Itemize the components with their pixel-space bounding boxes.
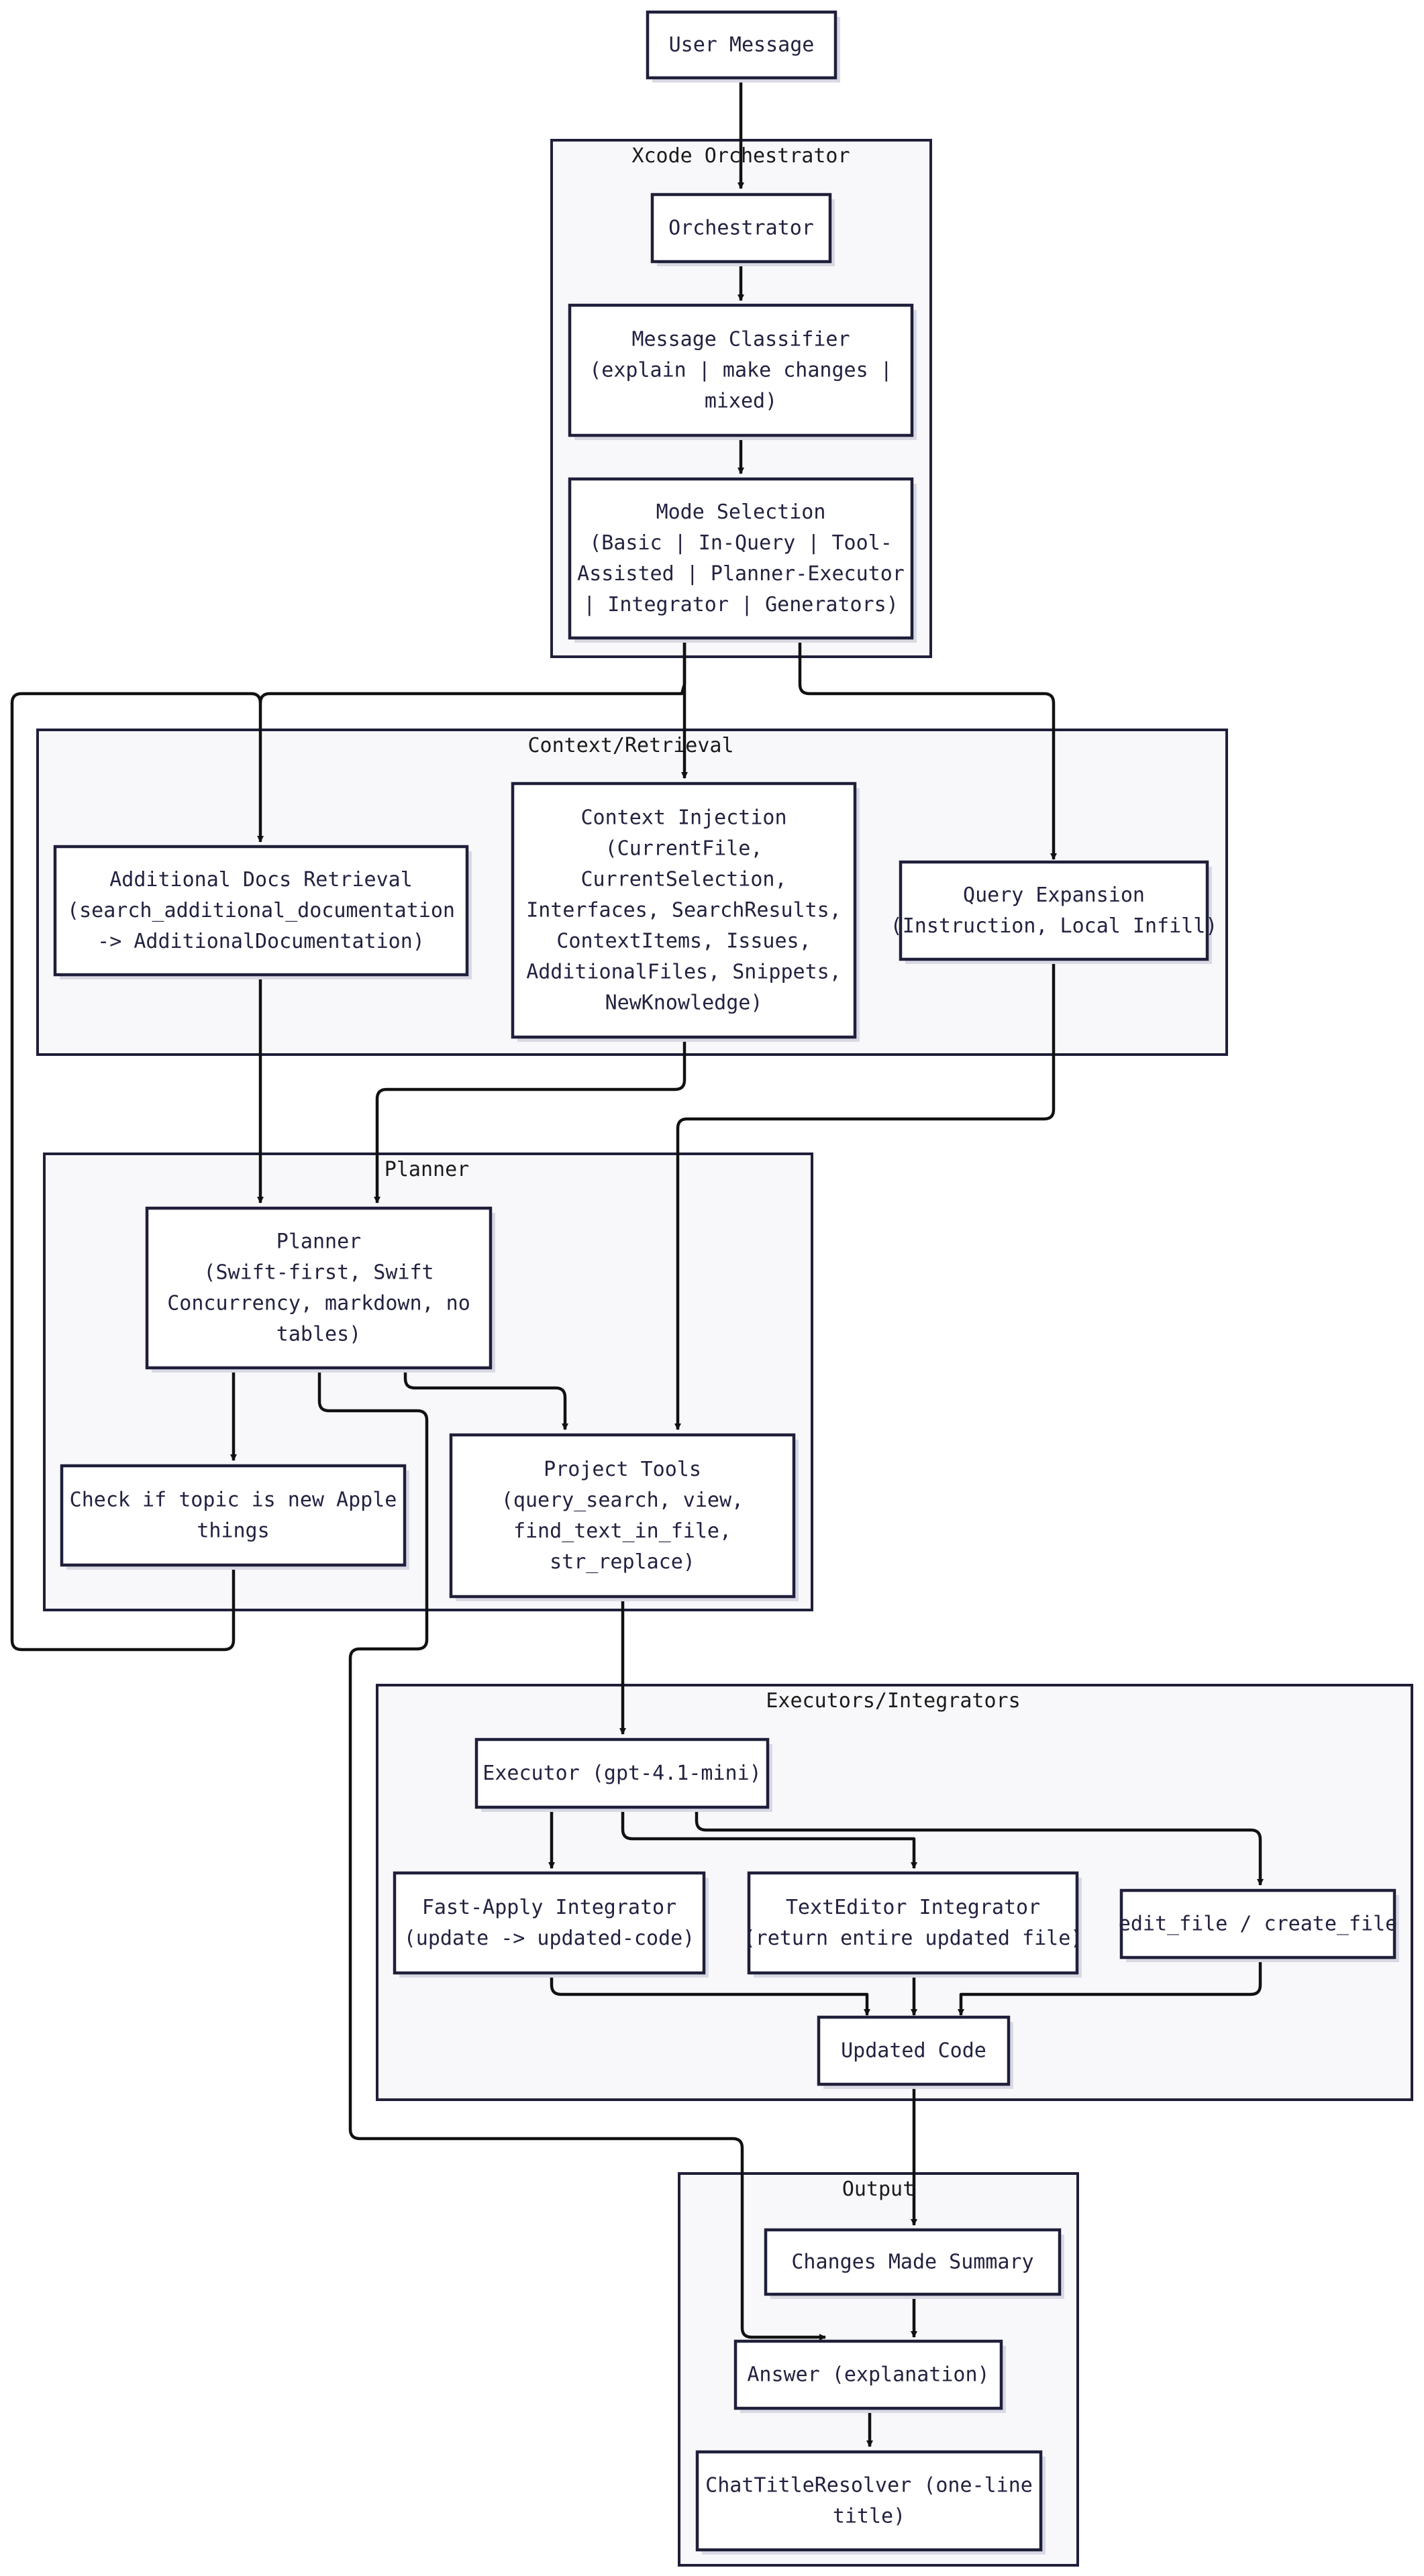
node-mode-selection-label: | Integrator | Generators): [583, 593, 899, 616]
node-edit-file-create-file: edit_file / create_file: [1119, 1888, 1399, 1962]
node-planner-label: tables): [276, 1323, 361, 1346]
group-output-label: Output: [842, 2178, 915, 2201]
node-texteditor-integrator-label: (return entire updated file): [744, 1927, 1083, 1950]
node-user-message-box: [646, 10, 837, 80]
edge-executor-to-edit-file: [695, 1807, 1264, 1886]
node-context-injection: Context Injection (CurrentFile, CurrentSel…: [511, 782, 860, 1042]
edge-planner-to-project-tools: [403, 1368, 568, 1430]
node-mode-selection-label: (Basic | In-Query | Tool-: [589, 531, 893, 555]
node-mode-selection-label: Assisted | Planner-Executor: [577, 562, 905, 586]
group-planner-label: Planner: [385, 1158, 469, 1181]
node-updated-code-label: Updated Code: [841, 2039, 986, 2063]
node-context-injection-label: Interfaces, SearchResults,: [526, 899, 842, 922]
node-additional-docs-retrieval-label: Additional Docs Retrieval: [109, 868, 413, 892]
node-texteditor-integrator: TextEditor Integrator (return entire upda…: [744, 1871, 1083, 1978]
node-changes-made-summary-box: [764, 2228, 1062, 2296]
node-project-tools-box: [449, 1433, 796, 1599]
node-project-tools: Project Tools (query_search, view, find_te…: [449, 1433, 799, 1601]
node-message-classifier-label: mixed): [705, 390, 777, 413]
node-message-classifier-label: (explain | make changes |: [589, 359, 893, 382]
node-additional-docs-retrieval-label: (search_additional_documentation: [67, 899, 455, 922]
node-edit-file-create-file-box: [1119, 1888, 1396, 1960]
node-chat-title-resolver-box: [695, 2450, 1043, 2552]
edge-injection-to-planner: [374, 1037, 686, 1203]
node-fast-apply-integrator-label: Fast-Apply Integrator: [422, 1896, 676, 1919]
node-query-expansion-label: Query Expansion: [963, 883, 1145, 907]
node-check-topic: Check if topic is new Apple things: [60, 1464, 409, 1570]
edge-expansion-to-project-tools: [674, 959, 1056, 1430]
node-query-expansion: Query Expansion (Instruction, Local Infil…: [891, 860, 1218, 964]
node-project-tools-label: (query_search, view,: [501, 1489, 744, 1512]
node-context-injection-label: Context Injection: [580, 806, 786, 830]
node-check-topic-label: Check if topic is new Apple: [70, 1489, 397, 1512]
node-message-classifier-box: [568, 303, 914, 437]
node-orchestrator: Orchestrator: [650, 193, 835, 266]
node-mode-selection: Mode Selection (Basic | In-Query | Tool- A…: [568, 477, 917, 643]
node-answer-label: Answer (explanation): [747, 2363, 989, 2387]
node-texteditor-integrator-box: [747, 1871, 1079, 1975]
node-updated-code: Updated Code: [817, 2015, 1013, 2089]
node-planner-box: [145, 1206, 493, 1370]
node-context-injection-label: AdditionalFiles, Snippets,: [526, 961, 842, 984]
node-additional-docs-retrieval: Additional Docs Retrieval (search_additio…: [53, 845, 472, 979]
node-orchestrator-label: Orchestrator: [668, 217, 814, 240]
node-context-injection-label: (CurrentFile,: [605, 837, 763, 861]
node-project-tools-label: str_replace): [550, 1550, 695, 1574]
node-changes-made-summary-label: Changes Made Summary: [791, 2251, 1033, 2274]
node-chat-title-resolver: ChatTitleResolver (one-line title): [695, 2450, 1046, 2555]
edge-mode-to-query-expansion: [798, 638, 1057, 860]
node-changes-made-summary: Changes Made Summary: [764, 2228, 1064, 2299]
node-planner-label: Concurrency, markdown, no: [167, 1292, 470, 1316]
node-context-injection-label: CurrentSelection,: [580, 868, 786, 892]
node-chat-title-resolver-label: title): [833, 2505, 905, 2528]
edge-executor-to-texteditor: [621, 1807, 917, 1869]
node-edit-file-create-file-label: edit_file / create_file: [1119, 1913, 1397, 1936]
edge-edit-file-to-updated-code: [958, 1957, 1262, 2016]
node-message-classifier: Message Classifier (explain | make change…: [568, 303, 917, 440]
node-chat-title-resolver-label: ChatTitleResolver (one-line: [705, 2474, 1033, 2498]
edges: [10, 74, 1264, 2447]
node-mode-selection-label: Mode Selection: [656, 500, 826, 524]
node-answer: Answer (explanation): [733, 2339, 1006, 2413]
node-context-injection-box: [511, 782, 857, 1039]
node-additional-docs-retrieval-label: -> AdditionalDocumentation): [97, 930, 425, 953]
node-context-injection-label: NewKnowledge): [605, 991, 763, 1015]
node-planner-label: (Swift-first, Swift: [203, 1261, 434, 1285]
node-fast-apply-integrator: Fast-Apply Integrator (update -> updated-…: [393, 1871, 709, 1978]
node-message-classifier-label: Message Classifier: [631, 328, 850, 352]
node-query-expansion-box: [899, 860, 1209, 961]
node-user-message: User Message: [646, 10, 840, 83]
node-answer-box: [733, 2339, 1003, 2410]
node-check-topic-label: things: [197, 1519, 269, 1543]
node-mode-selection-box: [568, 477, 914, 640]
node-executor: Executor (gpt-4.1-mini): [474, 1737, 772, 1812]
edge-check-topic-to-additional-docs: [10, 692, 262, 1652]
node-check-topic-box: [60, 1464, 407, 1567]
node-texteditor-integrator-label: TextEditor Integrator: [786, 1896, 1040, 1919]
node-executor-box: [474, 1737, 770, 1809]
edge-planner-to-answer: [317, 1368, 826, 2341]
group-context-retrieval-label: Context/Retrieval: [527, 734, 733, 757]
node-planner-label: Planner: [276, 1230, 361, 1254]
node-fast-apply-integrator-box: [393, 1871, 706, 1975]
node-executor-label: Executor (gpt-4.1-mini): [482, 1762, 761, 1785]
node-additional-docs-retrieval-box: [53, 845, 469, 977]
node-project-tools-label: find_text_in_file,: [513, 1519, 731, 1543]
node-updated-code-box: [817, 2015, 1011, 2086]
group-executors-integrators-label: Executors/Integrators: [766, 1689, 1020, 1713]
node-query-expansion-label: (Instruction, Local Infill): [891, 914, 1218, 938]
edge-fast-apply-to-updated-code: [550, 1973, 870, 2016]
node-project-tools-label: Project Tools: [544, 1458, 701, 1481]
node-fast-apply-integrator-label: (update -> updated-code): [404, 1927, 695, 1950]
node-orchestrator-box: [650, 193, 832, 264]
node-context-injection-label: ContextItems, Issues,: [556, 930, 811, 953]
node-user-message-label: User Message: [669, 34, 815, 57]
